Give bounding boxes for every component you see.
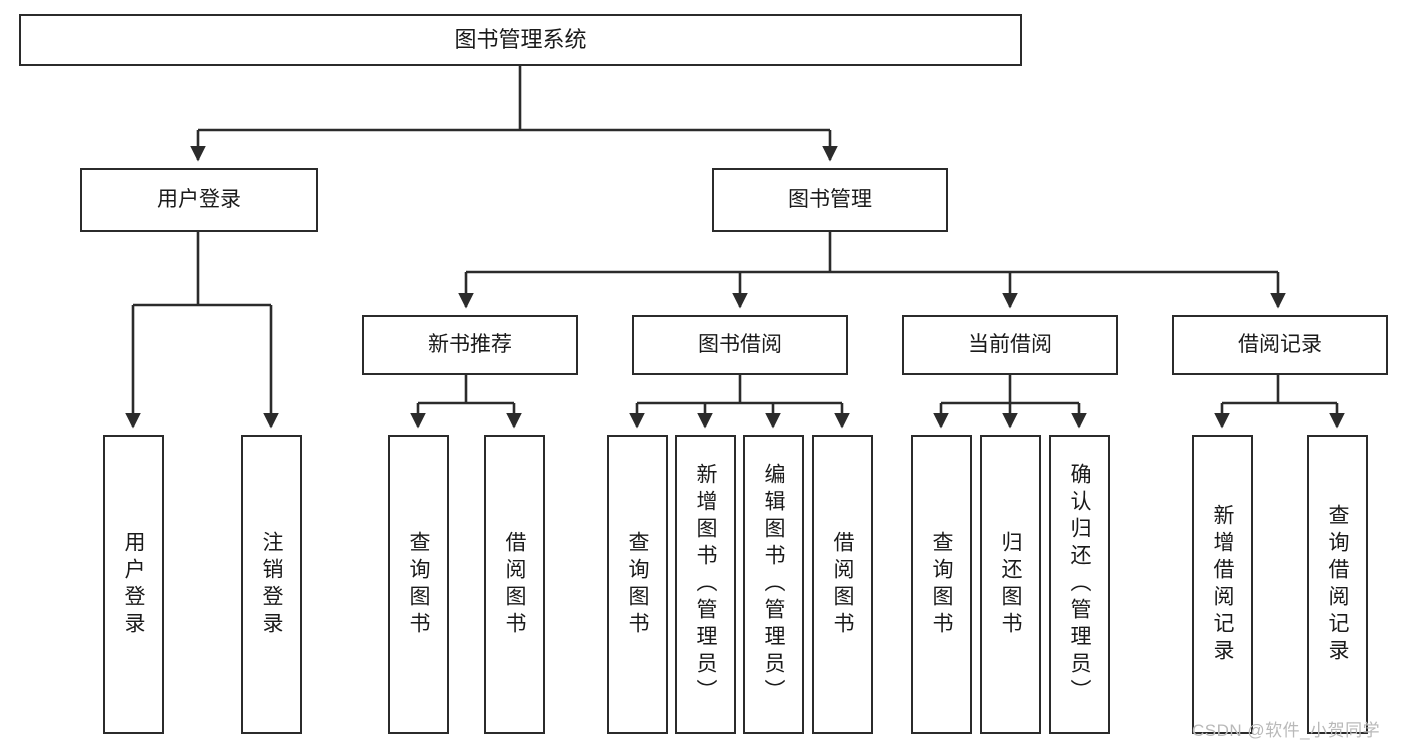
node-label: 图书管理 (788, 187, 872, 211)
node-label: 新增借阅记录 (1211, 503, 1234, 666)
node-book-management[interactable]: 图书管理 (712, 168, 948, 232)
node-label: 确认归还（管理员） (1068, 463, 1091, 706)
node-label: 图书借阅 (698, 332, 782, 356)
node-label: 查询图书 (626, 530, 649, 639)
node-borrow-record[interactable]: 借阅记录 (1172, 315, 1388, 375)
node-label: 查询图书 (407, 530, 430, 639)
node-new-book-recommend[interactable]: 新书推荐 (362, 315, 578, 375)
node-book-borrow[interactable]: 图书借阅 (632, 315, 848, 375)
node-label: 用户登录 (157, 187, 241, 211)
leaf-new-book-borrow[interactable]: 借阅图书 (484, 435, 545, 734)
node-label: 新增图书（管理员） (694, 463, 717, 706)
leaf-user-login-signout[interactable]: 注销登录 (241, 435, 302, 734)
leaf-book-borrow-borrow[interactable]: 借阅图书 (812, 435, 873, 734)
node-label: 用户登录 (122, 530, 145, 639)
node-label: 归还图书 (999, 530, 1022, 639)
node-root-system[interactable]: 图书管理系统 (19, 14, 1022, 66)
node-label: 编辑图书（管理员） (762, 463, 785, 706)
leaf-current-borrow-confirm[interactable]: 确认归还（管理员） (1049, 435, 1110, 734)
node-label: 查询借阅记录 (1326, 503, 1349, 666)
leaf-current-borrow-query[interactable]: 查询图书 (911, 435, 972, 734)
leaf-user-login-signin[interactable]: 用户登录 (103, 435, 164, 734)
leaf-book-borrow-query[interactable]: 查询图书 (607, 435, 668, 734)
node-label: 新书推荐 (428, 332, 512, 356)
node-label: 借阅图书 (503, 530, 526, 639)
node-label: 借阅图书 (831, 530, 854, 639)
node-label: 借阅记录 (1238, 332, 1322, 356)
node-label: 当前借阅 (968, 332, 1052, 356)
node-label: 图书管理系统 (454, 27, 587, 53)
leaf-book-borrow-edit[interactable]: 编辑图书（管理员） (743, 435, 804, 734)
node-current-borrow[interactable]: 当前借阅 (902, 315, 1118, 375)
leaf-current-borrow-return[interactable]: 归还图书 (980, 435, 1041, 734)
leaf-book-borrow-add[interactable]: 新增图书（管理员） (675, 435, 736, 734)
node-label: 查询图书 (930, 530, 953, 639)
leaf-borrow-record-add[interactable]: 新增借阅记录 (1192, 435, 1253, 734)
leaf-borrow-record-query[interactable]: 查询借阅记录 (1307, 435, 1368, 734)
leaf-new-book-query[interactable]: 查询图书 (388, 435, 449, 734)
node-user-login[interactable]: 用户登录 (80, 168, 318, 232)
csdn-watermark: CSDN @软件_小贺同学 (1192, 721, 1381, 740)
node-label: 注销登录 (260, 530, 283, 639)
